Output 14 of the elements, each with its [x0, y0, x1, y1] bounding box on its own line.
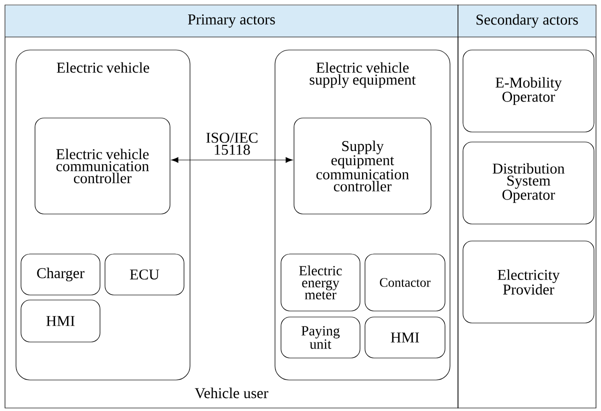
component-box: ECU — [104, 254, 184, 296]
component-box: Contactor — [364, 254, 446, 312]
component-box: HMI — [364, 316, 446, 358]
arrow — [171, 157, 293, 163]
component-box: Electric energy meter — [280, 254, 360, 312]
component-box: E-Mobility Operator — [462, 50, 594, 132]
component-box: Electricity Provider — [462, 240, 594, 324]
edge-label: ISO/IEC 15118 — [201, 132, 263, 156]
component-box: HMI — [20, 300, 100, 342]
component-box: Paying unit — [280, 316, 360, 358]
component-box: Supply equipment communication controller — [294, 118, 432, 214]
component-box: Distribution System Operator — [462, 142, 594, 224]
component-box: Charger — [20, 254, 100, 296]
component-box: Electric vehicle communication controller — [34, 118, 170, 214]
